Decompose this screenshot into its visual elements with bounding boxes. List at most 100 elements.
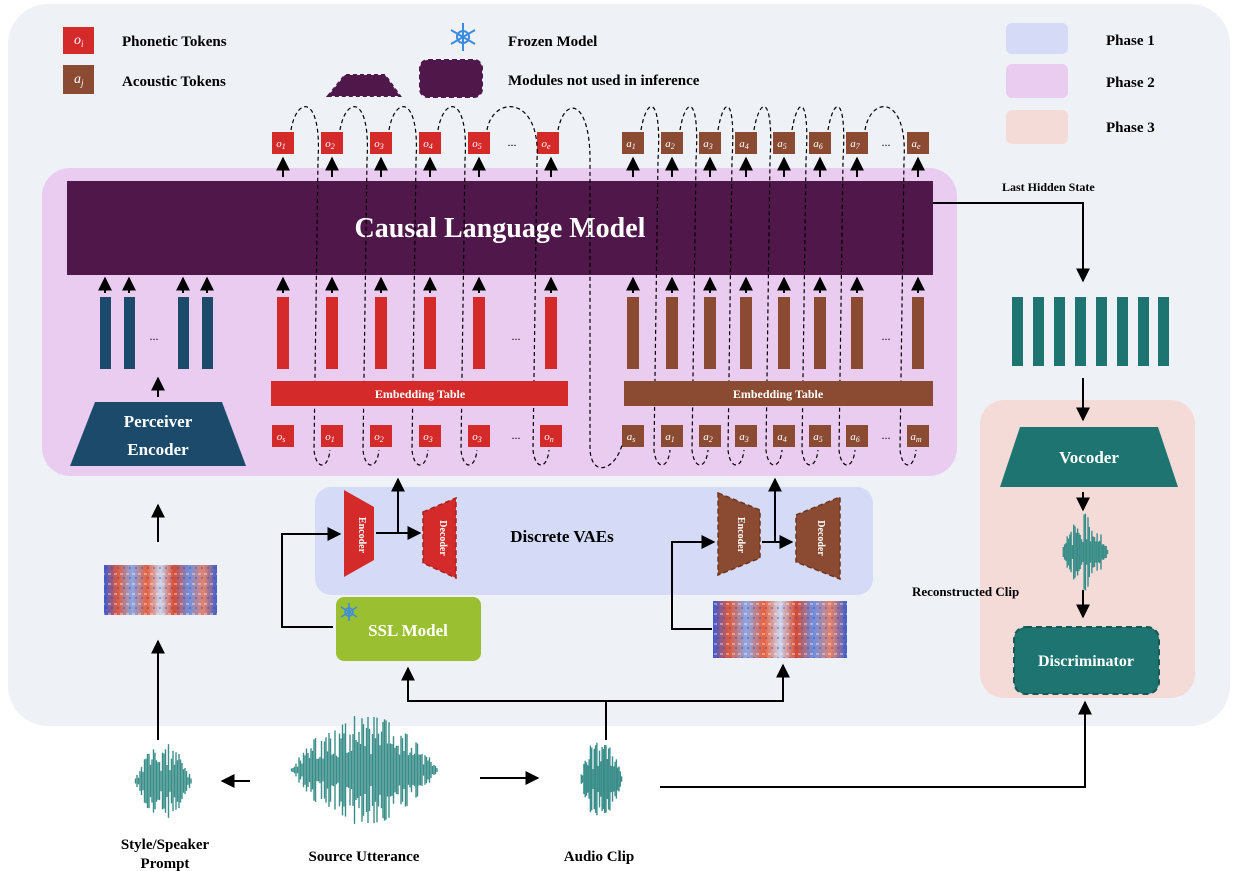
output-phonetic-ellipsis: ... <box>508 135 517 149</box>
svg-text:a6: a6 <box>850 431 860 444</box>
perceiver-encoder-label-2: Encoder <box>127 440 189 459</box>
acoustic-output-token: a1 <box>622 132 644 154</box>
acoustic-embedding-label: Embedding Table <box>733 387 824 401</box>
acoustic-output-token: a4 <box>735 132 757 154</box>
phonetic-input-token: os <box>272 425 294 447</box>
legend-phase2-swatch <box>1006 64 1068 98</box>
acoustic-output-token: a6 <box>809 132 831 154</box>
svg-text:o3: o3 <box>423 431 433 444</box>
acoustic-output-token: a2 <box>661 132 683 154</box>
legend-phonetic-label: Phonetic Tokens <box>122 34 227 50</box>
svg-text:o2: o2 <box>325 138 335 151</box>
legend-unused-label: Modules not used in inference <box>508 73 700 89</box>
acoustic-output-token: a7 <box>846 132 868 154</box>
audio-clip-waveform-icon <box>580 742 623 816</box>
svg-text:a1: a1 <box>626 138 636 151</box>
phonetic-input-token: o3 <box>468 425 490 447</box>
acoustic-output-token: ae <box>907 132 929 154</box>
phonetic-input-token: o1 <box>321 425 343 447</box>
phonetic-output-token: o3 <box>370 132 392 154</box>
source-utterance-waveform-icon <box>290 716 438 824</box>
phonetic-output-token: o1 <box>272 132 294 154</box>
phonetic-embedding-bar <box>375 297 387 369</box>
acoustic-embedding-bar <box>778 297 790 369</box>
output-acoustic-ellipsis: ... <box>882 135 891 149</box>
svg-text:on: on <box>544 431 554 444</box>
acoustic-vae-encoder <box>717 491 761 577</box>
ssl-model-block <box>336 597 481 661</box>
legend-phase1-label: Phase 1 <box>1106 33 1155 49</box>
svg-text:oe: oe <box>541 138 551 151</box>
svg-text:a5: a5 <box>777 138 787 151</box>
perceiver-bar-ellipsis: ... <box>150 329 159 343</box>
acoustic-output-token: a5 <box>773 132 795 154</box>
vocoder-label: Vocoder <box>1059 448 1119 467</box>
svg-text:o3: o3 <box>374 138 384 151</box>
phonetic-embedding-bar <box>326 297 338 369</box>
legend-acoustic-label: Acoustic Tokens <box>122 74 226 90</box>
svg-text:o1: o1 <box>325 431 335 444</box>
svg-text:as: as <box>627 431 636 444</box>
discrete-vaes-label: Discrete VAEs <box>510 527 614 546</box>
phonetic-input-token: o3 <box>419 425 441 447</box>
acoustic-vae-decoder <box>795 495 841 581</box>
acoustic-embedding-bar <box>740 297 752 369</box>
input-acoustic-ellipsis: ... <box>882 428 891 442</box>
phonetic-embedding-table <box>271 381 568 406</box>
svg-text:o2: o2 <box>374 431 384 444</box>
phonetic-vae-encoder <box>344 490 374 577</box>
svg-text:a4: a4 <box>739 138 749 151</box>
acoustic-embedding-bar <box>666 297 678 369</box>
legend-acoustic-symbol: aj <box>74 72 84 88</box>
causal-lm-title: Causal Language Model <box>355 213 646 244</box>
input-phonetic-ellipsis: ... <box>512 428 521 442</box>
reconstructed-clip-label: Reconstructed Clip <box>912 584 1019 599</box>
snowflake-icon <box>450 23 476 51</box>
audio-clip-spectrogram <box>713 601 847 658</box>
phonetic-input-token: o2 <box>370 425 392 447</box>
source-utterance-label: Source Utterance <box>309 849 420 865</box>
phonetic-embedding-label: Embedding Table <box>375 387 466 401</box>
waveforms <box>134 513 1109 824</box>
flow-arrows <box>98 202 1092 788</box>
output-token-row: o1 o2 o3 o4 o5 oe a1 a2 a3 a4 a5 a6 a7 ae <box>272 132 929 154</box>
svg-text:a5: a5 <box>813 431 823 444</box>
vocoder-block <box>1000 427 1178 487</box>
perceiver-encoder-block <box>70 402 246 466</box>
acoustic-input-token: a3 <box>735 425 757 447</box>
phonetic-embedding-bar <box>277 297 289 369</box>
perceiver-bar <box>124 297 135 369</box>
phonetic-vae-decoder-label: Decoder <box>437 520 448 556</box>
phonetic-output-token: o5 <box>468 132 490 154</box>
svg-text:o4: o4 <box>423 138 433 151</box>
perceiver-encoder-label-1: Perceiver <box>124 412 193 431</box>
svg-text:a2: a2 <box>703 431 713 444</box>
legend-unused-rect <box>419 59 483 98</box>
acoustic-vae-encoder-label: Encoder <box>735 517 746 554</box>
perceiver-bar <box>178 297 189 369</box>
legend-phase2-label: Phase 2 <box>1106 75 1155 91</box>
svg-text:a2: a2 <box>665 138 675 151</box>
acoustic-embedding-bar <box>814 297 826 369</box>
style-prompt-waveform-icon <box>134 744 192 818</box>
perceiver-bar <box>100 297 111 369</box>
legend-unused-trapezoid <box>325 74 402 97</box>
discriminator-block <box>1013 626 1160 695</box>
acoustic-embedding-bar <box>912 297 924 369</box>
svg-text:o1: o1 <box>276 138 286 151</box>
phonetic-vae-encoder-label: Encoder <box>356 517 367 554</box>
legend-phonetic-swatch <box>63 27 94 54</box>
discriminator-label: Discriminator <box>1038 653 1134 670</box>
svg-text:a1: a1 <box>665 431 675 444</box>
svg-text:os: os <box>277 431 286 444</box>
acoustic-output-token: a3 <box>699 132 721 154</box>
legend-frozen-label: Frozen Model <box>508 34 597 50</box>
acoustic-input-token: a1 <box>661 425 683 447</box>
causal-lm-block <box>67 181 933 275</box>
acoustic-input-token: a6 <box>846 425 868 447</box>
svg-text:a7: a7 <box>850 138 861 151</box>
phonetic-input-token: on <box>540 425 562 447</box>
embedding-bar-row <box>277 297 924 369</box>
reconstructed-clip-waveform-icon <box>1062 513 1109 591</box>
